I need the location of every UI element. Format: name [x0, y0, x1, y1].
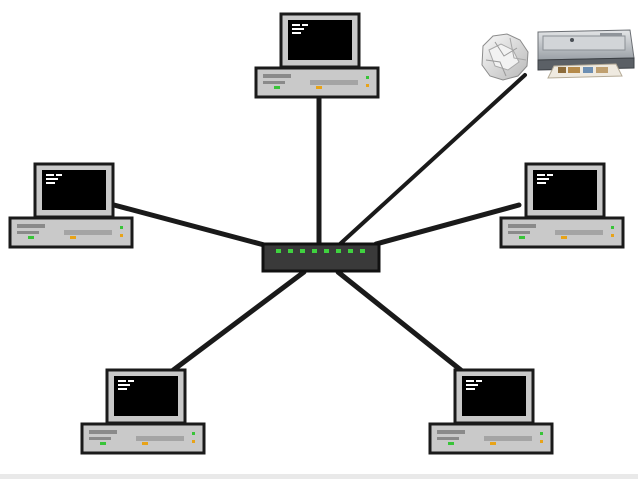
cables: [111, 73, 527, 374]
cable-right: [373, 202, 522, 247]
cable-left: [111, 202, 271, 249]
computer-top: [254, 12, 380, 99]
bottom-strip: [0, 474, 638, 479]
crumpled-paper-icon: [481, 33, 529, 81]
cable-bottom-left: [169, 269, 307, 374]
network-hub: [261, 242, 381, 273]
computer-bottom-left: [80, 368, 206, 455]
computer-left: [8, 162, 134, 249]
cable-printer: [338, 73, 527, 246]
computer-bottom-right: [428, 368, 554, 455]
hub-port-leds: [276, 249, 365, 253]
cable-bottom-right: [335, 269, 465, 374]
printer-icon: [537, 29, 635, 79]
